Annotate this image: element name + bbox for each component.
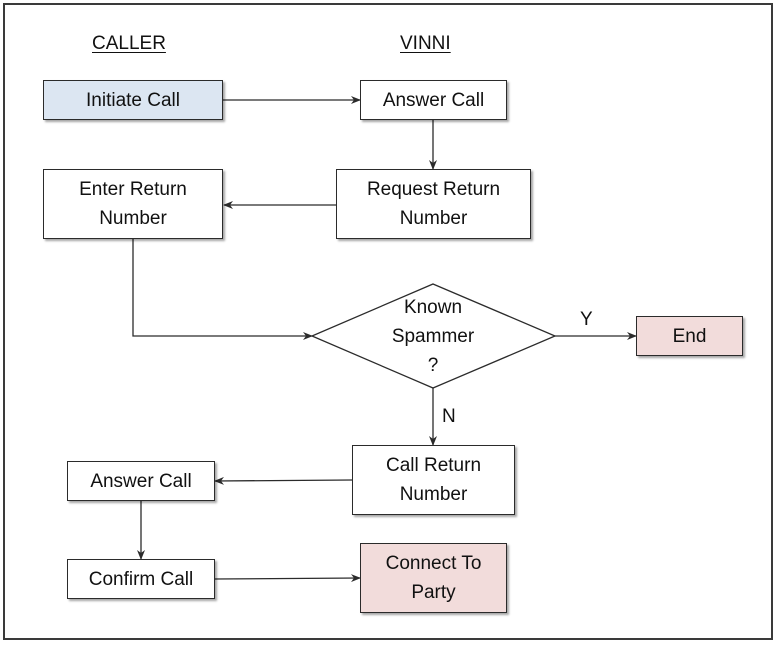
node-connect-to-party: Connect To Party	[360, 543, 507, 613]
decision-text: Known Spammer ?	[373, 293, 493, 380]
arrow-enter-to-decision	[132, 239, 313, 340]
lane-header-vinni: VINNI	[400, 33, 451, 54]
node-enter-return-number: Enter Return Number	[43, 169, 223, 239]
arrow-confirm-to-connect	[214, 574, 361, 583]
decision-text-line-3: ?	[427, 355, 439, 376]
decision-text-line-2: Spammer	[391, 326, 475, 347]
node-confirm-call: Confirm Call	[67, 559, 215, 599]
node-initiate-call: Initiate Call	[43, 80, 223, 120]
node-request-return-number: Request Return Number	[336, 169, 531, 239]
node-answer-call-vinni: Answer Call	[360, 80, 507, 120]
lane-header-caller: CALLER	[92, 33, 166, 54]
node-call-return-number: Call Return Number	[352, 445, 515, 515]
decision-text-line-1: Known	[403, 297, 463, 318]
edge-label-yes: Y	[580, 309, 593, 330]
arrow-call-return-to-answer	[214, 476, 353, 485]
node-answer-call-caller: Answer Call	[67, 461, 215, 501]
node-end: End	[636, 316, 743, 356]
edge-label-no: N	[442, 406, 456, 427]
